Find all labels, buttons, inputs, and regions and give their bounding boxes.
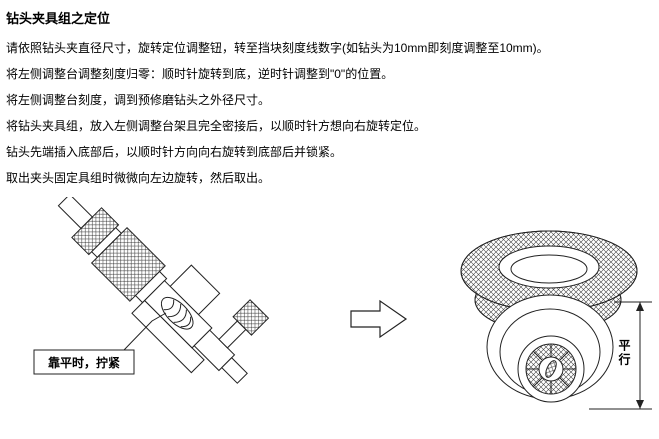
instruction-line-4: 将钻头夹具组，放入左侧调整台架且完全密接后，以顺时针方想向右旋转定位。 (6, 119, 427, 133)
dimension-arrow-down (636, 400, 644, 409)
figure-area: 靠平时，拧紧 (6, 197, 659, 439)
right-arrow-icon (350, 299, 408, 339)
callout-label: 靠平时，拧紧 (48, 355, 120, 370)
dimension-label: 平行 (617, 339, 631, 367)
instruction-line-6: 取出夹头固定具组时微微向左边旋转，然后取出。 (6, 171, 271, 185)
instruction-line-3: 将左侧调整台刻度，调到预修磨钻头之外径尺寸。 (6, 93, 271, 107)
instruction-line-5: 钻头先端插入底部后，以顺时针方向向右旋转到底部后并锁紧。 (6, 145, 343, 159)
instruction-line-1: 请依照钻头夹直径尺寸，旋转定位调整钮，转至挡块刻度线数字(如钻头为10mm即刻度… (6, 41, 549, 55)
page-title: 钻头夹具组之定位 (6, 11, 111, 26)
dimension-arrow-up (636, 302, 644, 311)
drill-tip (545, 360, 557, 378)
instruction-line-2: 将左侧调整台调整刻度归零：顺时针旋转到底，逆时针调整到"0"的位置。 (6, 67, 394, 81)
callout-box (33, 349, 135, 375)
chuck-front-diagram: 平行 (460, 230, 652, 410)
dimension-lines (589, 301, 652, 410)
callout-leader-line (123, 312, 167, 351)
chuck-assembly-diagram: 靠平时，拧紧 (33, 197, 270, 384)
